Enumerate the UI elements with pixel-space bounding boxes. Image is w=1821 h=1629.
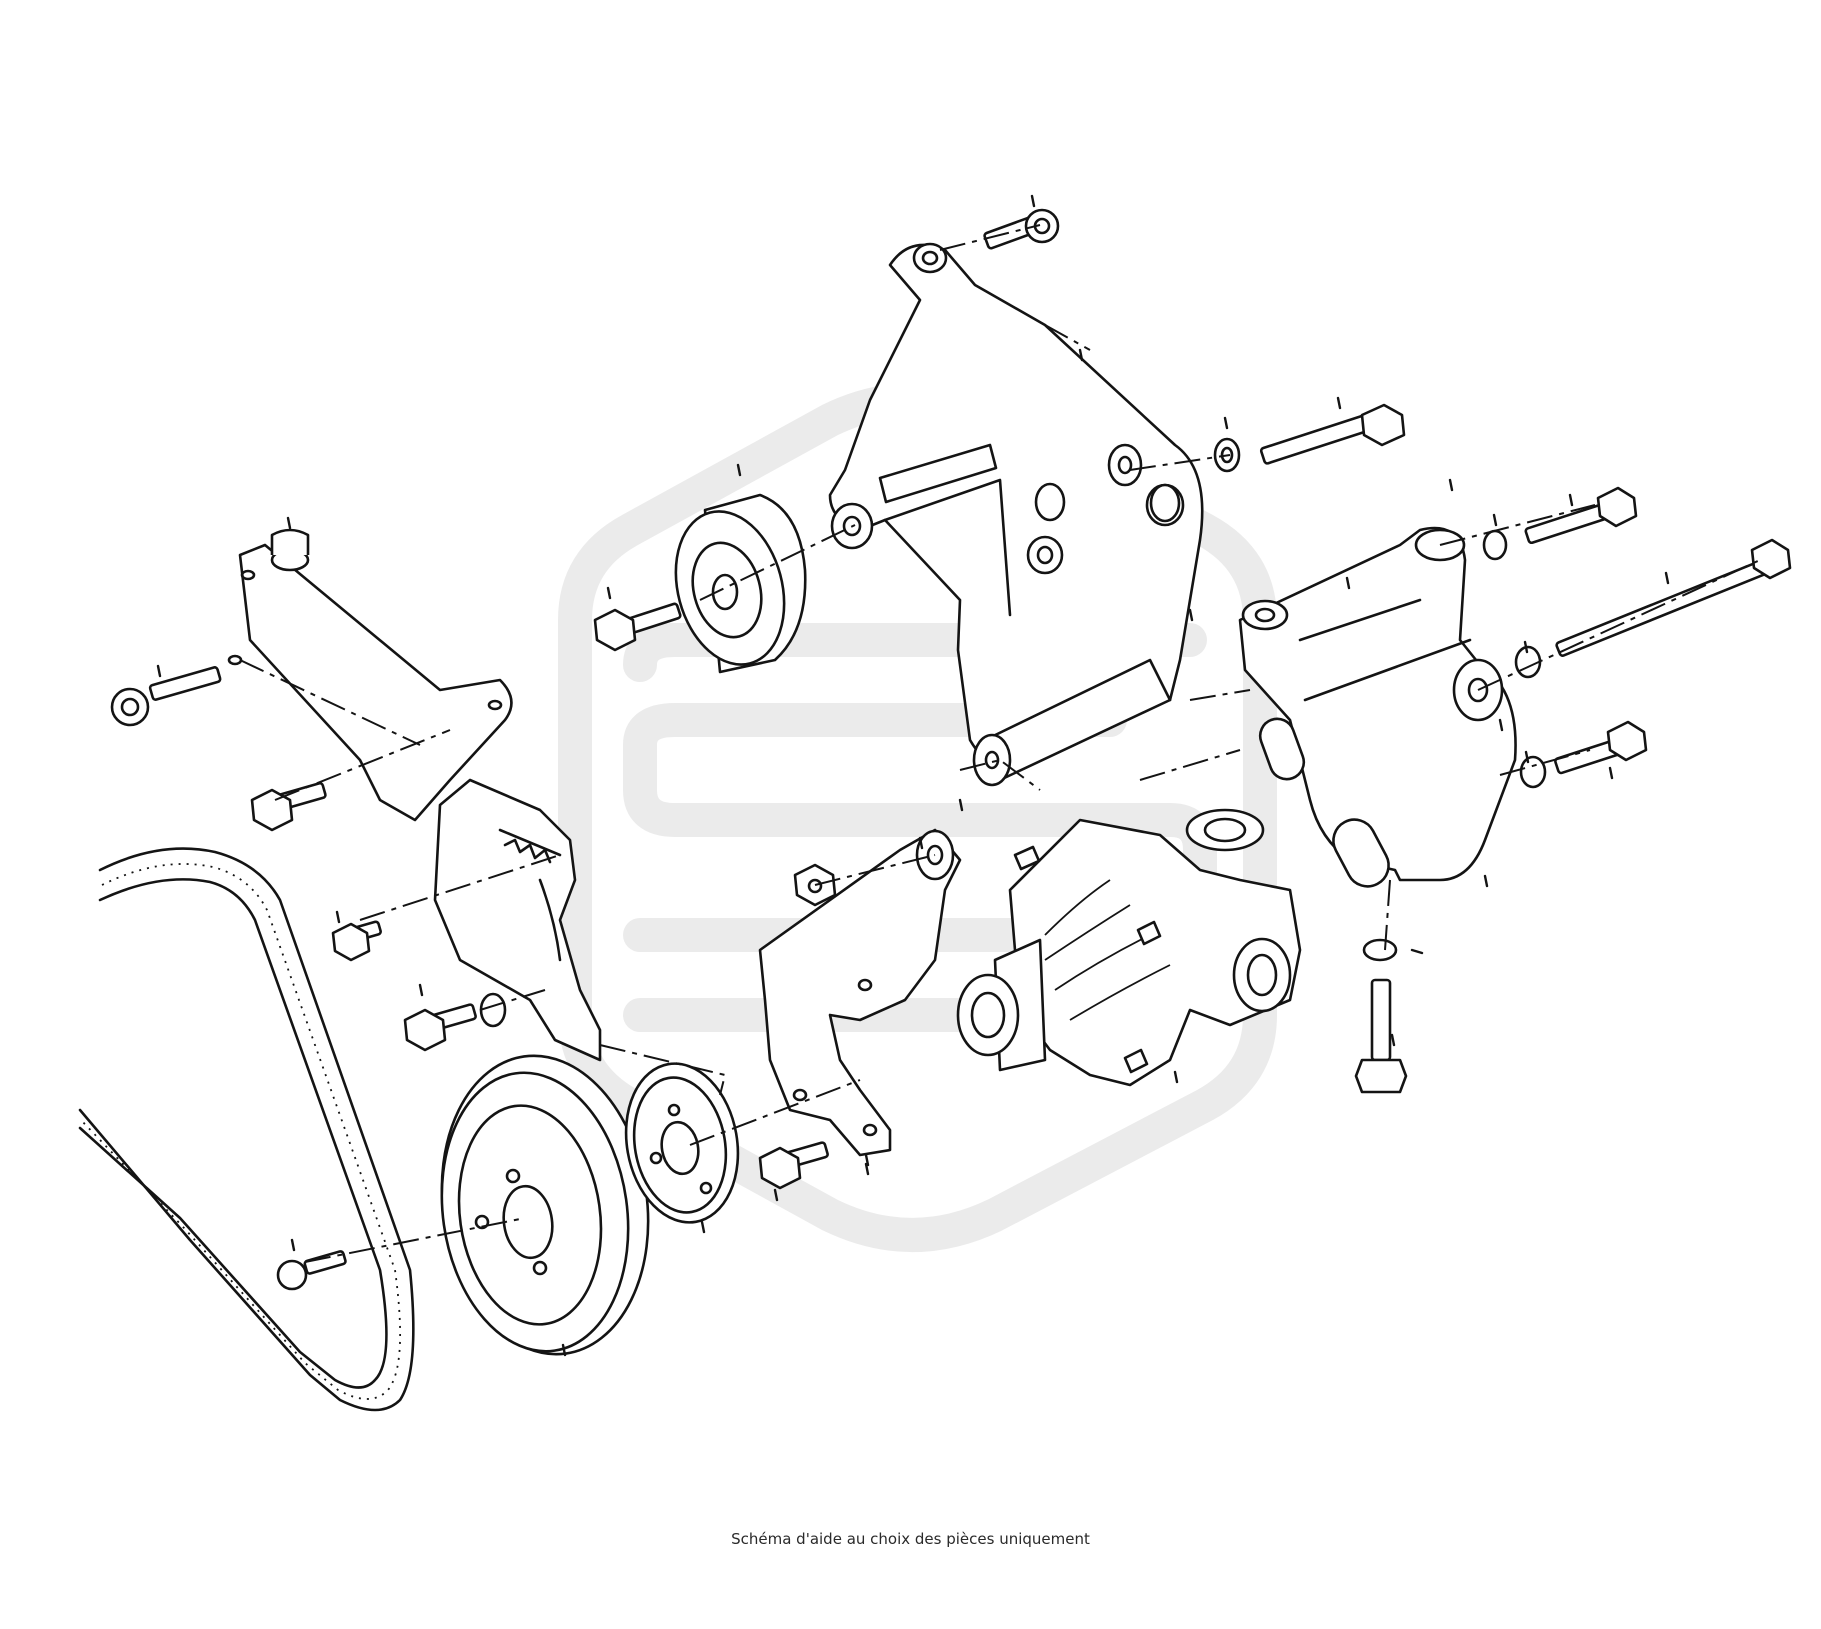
long-bolt-2	[1213, 403, 1406, 473]
bolt-3	[1482, 486, 1638, 561]
long-bolt-4	[1514, 538, 1792, 679]
pulley-hub-flange	[624, 1062, 740, 1224]
crankshaft-pulley	[440, 1054, 650, 1356]
assembly-axis-lines	[239, 224, 1761, 1263]
washer-7	[1034, 443, 1181, 523]
part-label-ticks	[156, 194, 1670, 1357]
bolt-13	[276, 1250, 347, 1291]
bolt-5	[1519, 720, 1648, 789]
bolt-10	[250, 781, 327, 832]
bolt-8	[593, 602, 682, 652]
alternator-bracket	[1238, 526, 1517, 888]
bolt-12	[403, 992, 507, 1052]
bolt-11	[331, 920, 382, 962]
idler-pulley	[674, 493, 807, 674]
bolt-9	[110, 666, 222, 727]
disclaimer-caption: Schéma d'aide au choix des pièces unique…	[731, 1530, 1090, 1548]
bolt-14	[758, 1141, 829, 1190]
serpentine-belt	[78, 847, 415, 1412]
upper-accessory-bracket	[828, 242, 1204, 787]
bolt-1	[983, 208, 1060, 250]
vertical-bolt-6	[1354, 938, 1408, 1094]
lower-left-bracket	[227, 528, 602, 1062]
water-pump	[956, 808, 1302, 1087]
